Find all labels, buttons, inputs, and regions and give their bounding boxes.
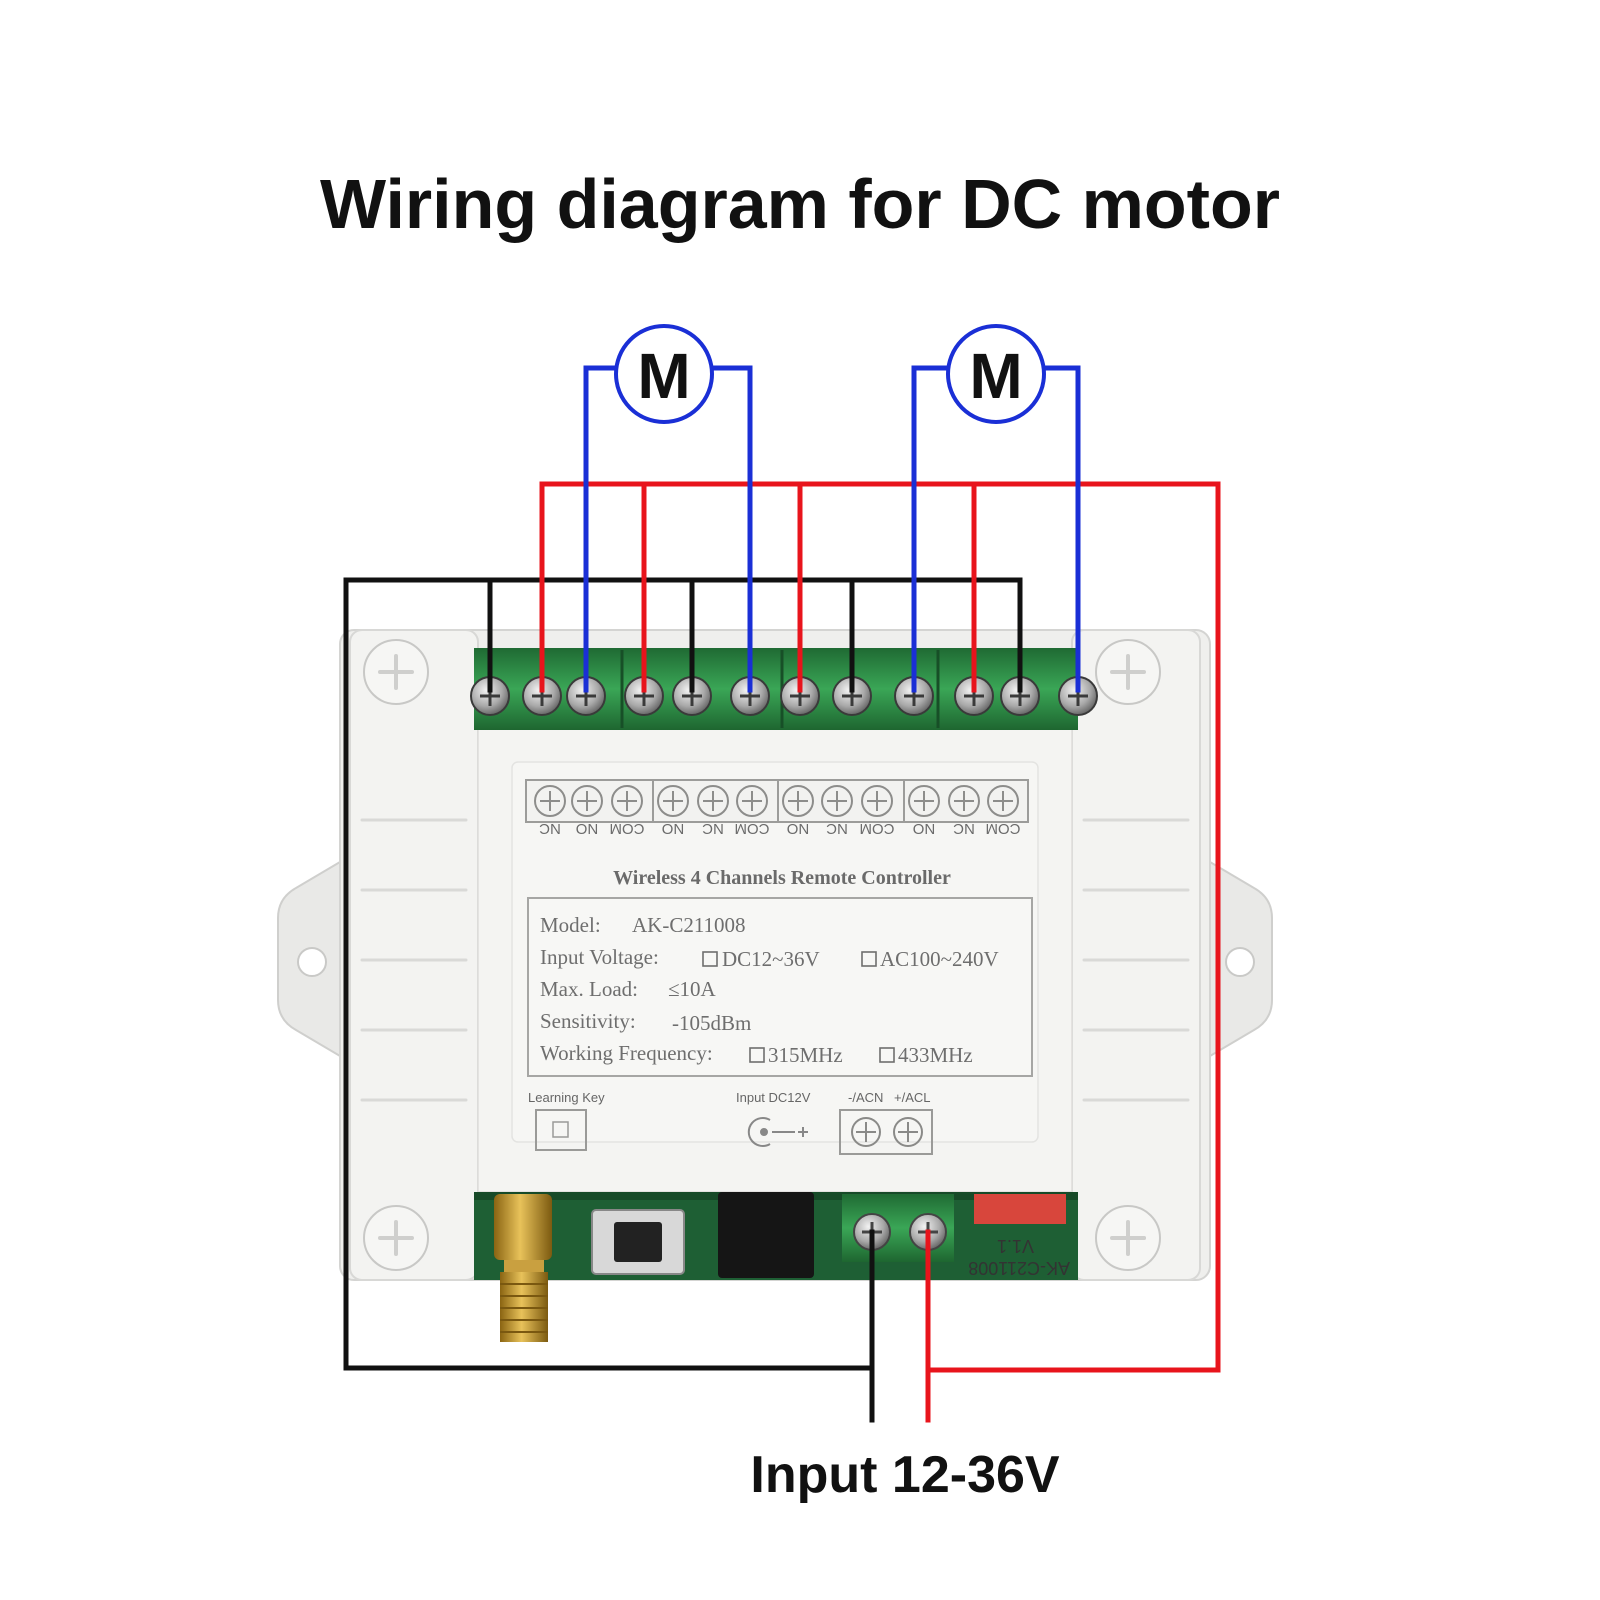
pcb-model: AK-C211008 (968, 1258, 1070, 1278)
printed-screw-icon (657, 785, 689, 817)
printed-screw-icon (987, 785, 1019, 817)
acl-label: +/ACL (894, 1090, 931, 1105)
relay-terminal-block (470, 648, 1098, 730)
printed-screw-icon (571, 785, 603, 817)
checkbox-433 (879, 1047, 895, 1063)
terminal-screw (566, 676, 606, 716)
input-voltage-caption: Input 12-36V (750, 1446, 1059, 1504)
printed-screw-icon (908, 785, 940, 817)
mounting-hole-right (1225, 947, 1255, 977)
terminal-labels: NC NO COM NO NC COM NO NC COM NO NC COM (539, 820, 1020, 837)
label-panel: NC NO COM NO NC COM NO NC COM NO NC COM Wireless 4 … (511, 761, 1039, 1155)
motor2-lead-right (1041, 365, 1081, 693)
checkbox-315 (749, 1047, 765, 1063)
checkbox-ac (861, 951, 877, 967)
terminal-label: NO (913, 820, 936, 837)
pcb-version: V1.1 (997, 1236, 1034, 1256)
terminal-label: NO (787, 820, 810, 837)
ground-wires (343, 577, 1023, 1423)
sensitivity-value: -105dBm (672, 1011, 751, 1035)
ground-drop-left (343, 577, 875, 1371)
learning-key-box (535, 1109, 587, 1151)
printed-screw-icon (861, 785, 893, 817)
printed-screw-icon (948, 785, 980, 817)
dc-power-jack (718, 1192, 814, 1278)
device-heading: Wireless 4 Channels Remote Controller (613, 867, 951, 889)
printed-screw-icon (821, 785, 853, 817)
printed-screw-icon (697, 785, 729, 817)
terminal-label: NC (702, 820, 724, 837)
working-frequency-label: Working Frequency: (540, 1041, 713, 1065)
input-voltage-option-ac: AC100~240V (880, 947, 999, 971)
end-cap-left (349, 629, 479, 1281)
printed-screw-icons (534, 785, 1019, 817)
terminal-label: COM (986, 820, 1021, 837)
terminal-label: NC (539, 820, 561, 837)
input-voltage-option-dc: DC12~36V (722, 947, 820, 971)
motor-wires (583, 365, 1081, 693)
terminal-label: COM (735, 820, 770, 837)
phase-wires (539, 481, 1221, 1423)
max-load-label: Max. Load: (540, 977, 638, 1001)
max-load-value: ≤10A (668, 977, 717, 1001)
terminal-label: NC (953, 820, 975, 837)
motor1-lead-right (709, 365, 753, 693)
phase-bus-top (539, 481, 1221, 1373)
relay-sticker (974, 1194, 1066, 1224)
motor-2: M (946, 324, 1046, 424)
printed-screw-icon (782, 785, 814, 817)
terminal-label: NO (576, 820, 599, 837)
motor1-lead-left (583, 365, 619, 693)
acn-label: -/ACN (848, 1090, 883, 1105)
sensitivity-label: Sensitivity: (540, 1009, 636, 1033)
input-dc-label: Input DC12V (736, 1090, 811, 1105)
printed-screw-icon (611, 785, 643, 817)
terminal-label: NO (662, 820, 685, 837)
printed-screw-icon (534, 785, 566, 817)
input-voltage-label: Input Voltage: (540, 945, 659, 969)
power-terminal-print (839, 1109, 933, 1155)
terminal-label: COM (860, 820, 895, 837)
motor-1: M (614, 324, 714, 424)
terminal-screw (780, 676, 820, 716)
motor2-lead-left (911, 365, 951, 693)
model-label: Model: (540, 913, 601, 937)
dc-jack-icon (747, 1117, 808, 1147)
pcb-area: V1.1 AK-C211008 (474, 1192, 1078, 1280)
printed-screw-icon (736, 785, 768, 817)
end-cap-right (1071, 629, 1201, 1281)
checkbox-dc (702, 951, 718, 967)
terminal-label: NC (826, 820, 848, 837)
motor-1-label: M (637, 340, 690, 412)
learning-key-label: Learning Key (528, 1090, 605, 1105)
antenna-connector (494, 1194, 552, 1342)
spec-box (527, 897, 1033, 1077)
mounting-hole-left (297, 947, 327, 977)
terminal-label: COM (610, 820, 645, 837)
motor-2-label: M (969, 340, 1022, 412)
frequency-option-315: 315MHz (768, 1043, 843, 1067)
model-value: AK-C211008 (632, 913, 746, 937)
frequency-option-433: 433MHz (898, 1043, 973, 1067)
diagram-title: Wiring diagram for DC motor (320, 165, 1280, 243)
